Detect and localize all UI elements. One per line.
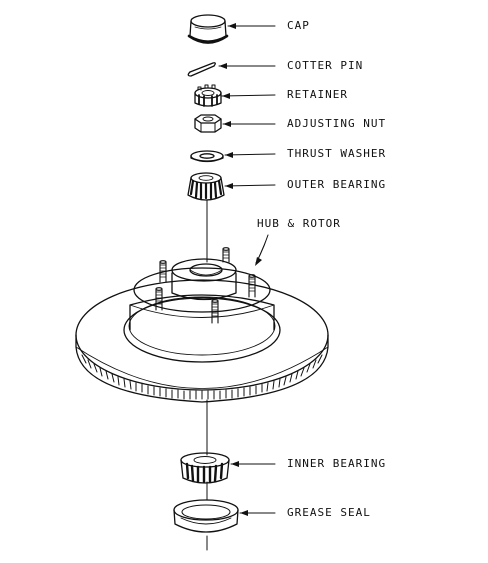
cotter-pin-part bbox=[187, 62, 216, 77]
retainer-part bbox=[194, 84, 222, 107]
label-grease-seal: GREASE SEAL bbox=[287, 506, 371, 519]
label-retainer: RETAINER bbox=[287, 88, 348, 101]
inner-bearing-part bbox=[180, 452, 230, 484]
adjusting-nut-part bbox=[194, 114, 222, 133]
label-outer-bearing: OUTER BEARING bbox=[287, 178, 387, 191]
rotor-vent-fins bbox=[81, 354, 323, 400]
outer-bearing-part bbox=[187, 172, 225, 201]
label-inner-bearing: INNER BEARING bbox=[287, 457, 387, 470]
label-hub-rotor: HUB & ROTOR bbox=[257, 217, 341, 230]
label-cap: CAP bbox=[287, 19, 310, 32]
thrust-washer-part bbox=[190, 150, 224, 163]
label-adjusting-nut: ADJUSTING NUT bbox=[287, 117, 387, 130]
wheel-studs bbox=[155, 247, 256, 324]
label-cotter-pin: COTTER PIN bbox=[287, 59, 364, 72]
leader-arrows bbox=[218, 23, 276, 516]
grease-seal-part bbox=[173, 499, 239, 533]
hub-rotor-part bbox=[75, 247, 329, 403]
cap-part bbox=[187, 14, 229, 44]
label-thrust-washer: THRUST WASHER bbox=[287, 147, 387, 160]
